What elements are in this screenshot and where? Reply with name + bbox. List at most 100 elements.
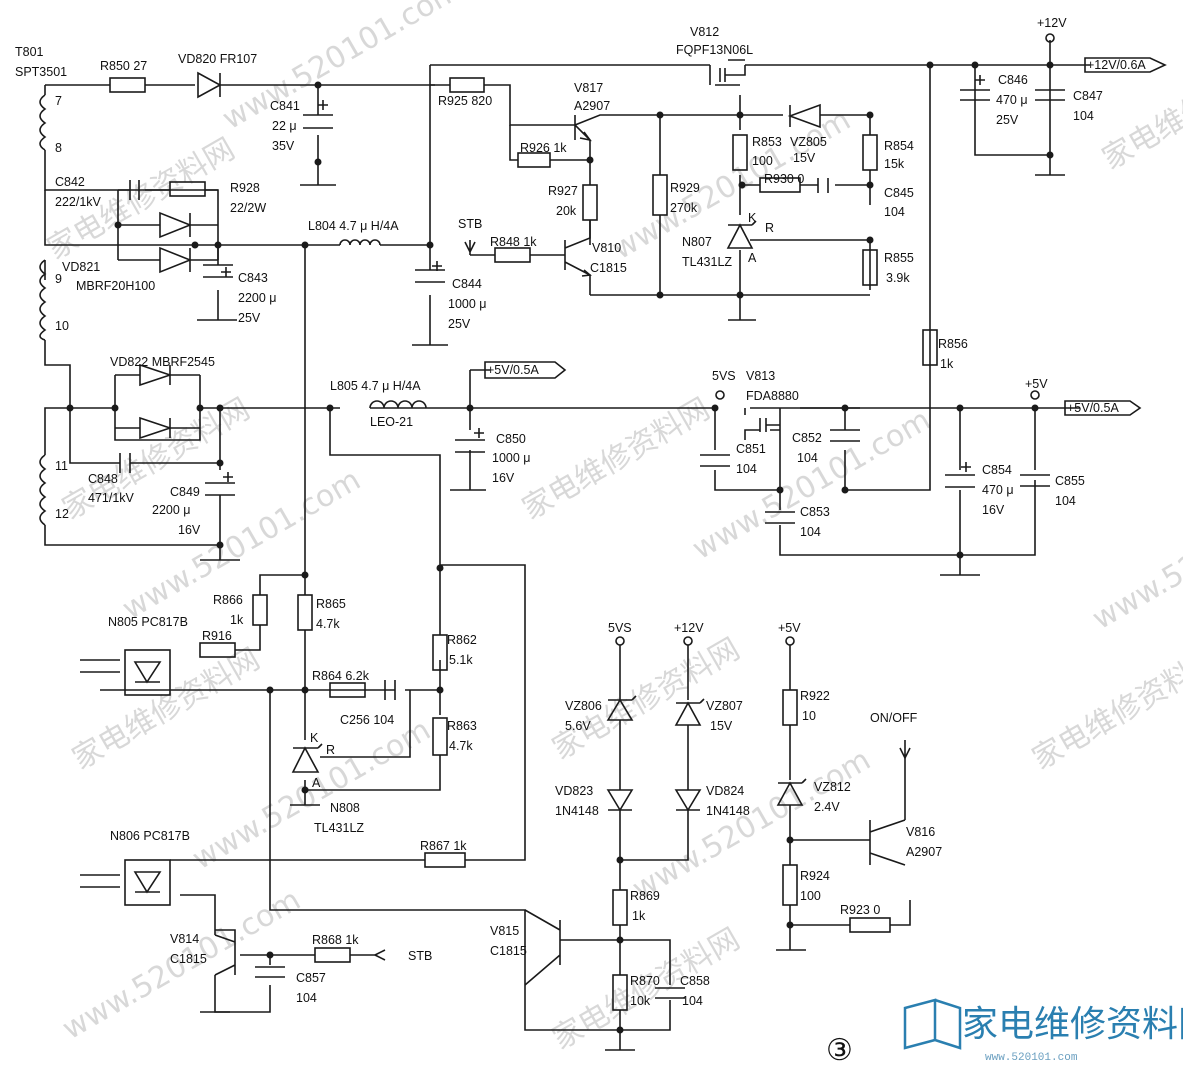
r855-value: 3.9k	[886, 271, 910, 285]
logo-text: 家电维修资料网	[962, 1004, 1183, 1045]
r854-value: 15k	[884, 157, 905, 171]
c849-value: 2200 μ	[152, 503, 190, 517]
label-out5b: +5V/0.5A	[1067, 401, 1119, 415]
l805-part: LEO-21	[370, 415, 413, 429]
logo-url: www.520101.com	[985, 1052, 1078, 1064]
c842-label: C842	[55, 175, 85, 189]
r863-label: R863	[447, 719, 477, 733]
pin-9: 9	[55, 272, 62, 286]
n806-body	[124, 859, 171, 906]
pin-7: 7	[55, 94, 62, 108]
c854-rating: 16V	[982, 503, 1005, 517]
n808-r: R	[326, 743, 335, 757]
v813-part: FDA8880	[746, 389, 799, 403]
c858-plates	[655, 987, 685, 999]
site-logo: 家电维修资料网 www.520101.com	[903, 998, 1183, 1064]
r924-body	[782, 864, 798, 906]
r854-body	[862, 134, 878, 171]
vd820-label: VD820 FR107	[178, 52, 257, 66]
v817-label: V817	[574, 81, 603, 95]
r923-label: R923 0	[840, 903, 880, 917]
r924-label: R924	[800, 869, 830, 883]
vz806-value: 5.6V	[565, 719, 591, 733]
r850-body	[109, 77, 146, 93]
r922-label: R922	[800, 689, 830, 703]
r862-body	[432, 634, 448, 671]
r922-body	[782, 689, 798, 726]
c844-label: C844	[452, 277, 482, 291]
c849-label: C849	[170, 485, 200, 499]
vz806-label: VZ806	[565, 699, 602, 713]
wires	[44, 40, 1090, 1050]
watermark-2: www.520101.com	[217, 0, 467, 137]
c854-plates	[945, 462, 975, 488]
c849-rating: 16V	[178, 523, 201, 537]
n807-r: R	[765, 221, 774, 235]
r864-label: R864 6.2k	[312, 669, 370, 683]
label-5v-2: +5V	[778, 621, 801, 635]
c846-rating: 25V	[996, 113, 1019, 127]
diodes	[139, 71, 821, 812]
r853a-value: 100	[752, 154, 773, 168]
r924-value: 100	[800, 889, 821, 903]
r853a-label: R853	[752, 135, 782, 149]
r870-label: R870	[630, 974, 660, 988]
r929-label: R929	[670, 181, 700, 195]
optocouplers	[80, 649, 171, 906]
watermark-16: 家电维修资料网	[547, 922, 746, 1057]
l804-coil	[339, 239, 381, 246]
c843-rating: 25V	[238, 311, 261, 325]
v815-part: C1815	[490, 944, 527, 958]
n807-symbol	[726, 220, 757, 249]
watermark-6: 家电维修资料网	[517, 392, 716, 527]
r926-label: R926 1k	[520, 141, 567, 155]
c841-c842-plates	[129, 114, 333, 200]
n808-label: N808	[330, 801, 360, 815]
r870-body	[612, 974, 628, 1011]
vd821-symbol	[159, 211, 193, 274]
vz806-symbol	[606, 695, 637, 721]
r916-label: R916	[202, 629, 232, 643]
grounds	[197, 174, 1065, 1051]
vz812-value: 2.4V	[814, 800, 840, 814]
figure-number: ③	[826, 1033, 853, 1068]
c847-label: C847	[1073, 89, 1103, 103]
l804-label: L804 4.7 μ H/4A	[308, 219, 399, 233]
r863-body	[432, 717, 448, 756]
r863-value: 4.7k	[449, 739, 473, 753]
n807-k: K	[748, 211, 757, 225]
c845-plates	[817, 178, 829, 193]
v815-symbol	[524, 909, 561, 986]
r867-label: R867 1k	[420, 839, 467, 853]
r923-body	[849, 917, 891, 933]
vz807-label: VZ807	[706, 699, 743, 713]
n805-body	[124, 649, 171, 696]
vd824-part: 1N4148	[706, 804, 750, 818]
r925-label: R925 820	[438, 94, 492, 108]
r856-body	[922, 329, 938, 366]
vz812-label: VZ812	[814, 780, 851, 794]
transistors	[214, 59, 906, 986]
r927-value: 20k	[556, 204, 577, 218]
r869-body	[612, 889, 628, 926]
vz805-symbol	[787, 103, 821, 129]
watermark-11: www.520101.com	[627, 742, 877, 907]
r855-body	[862, 249, 878, 286]
t801-part: SPT3501	[15, 65, 67, 79]
pin-11: 11	[55, 459, 68, 473]
vd824-label: VD824	[706, 784, 744, 798]
r929-value: 270k	[670, 201, 698, 215]
terminals	[374, 33, 1167, 961]
n806-led	[80, 871, 162, 894]
r927-body	[582, 184, 598, 221]
c857-label: C857	[296, 971, 326, 985]
r862-value: 5.1k	[449, 653, 473, 667]
v812-symbol	[709, 59, 746, 86]
c853-label: C853	[800, 505, 830, 519]
c852-value: 104	[797, 451, 818, 465]
n808-part: TL431LZ	[314, 821, 364, 835]
r870-value: 10k	[630, 994, 651, 1008]
c854-value: 470 μ	[982, 483, 1014, 497]
v817-arrow	[579, 131, 592, 142]
vd822-label: VD822 MBRF2545	[110, 355, 215, 369]
